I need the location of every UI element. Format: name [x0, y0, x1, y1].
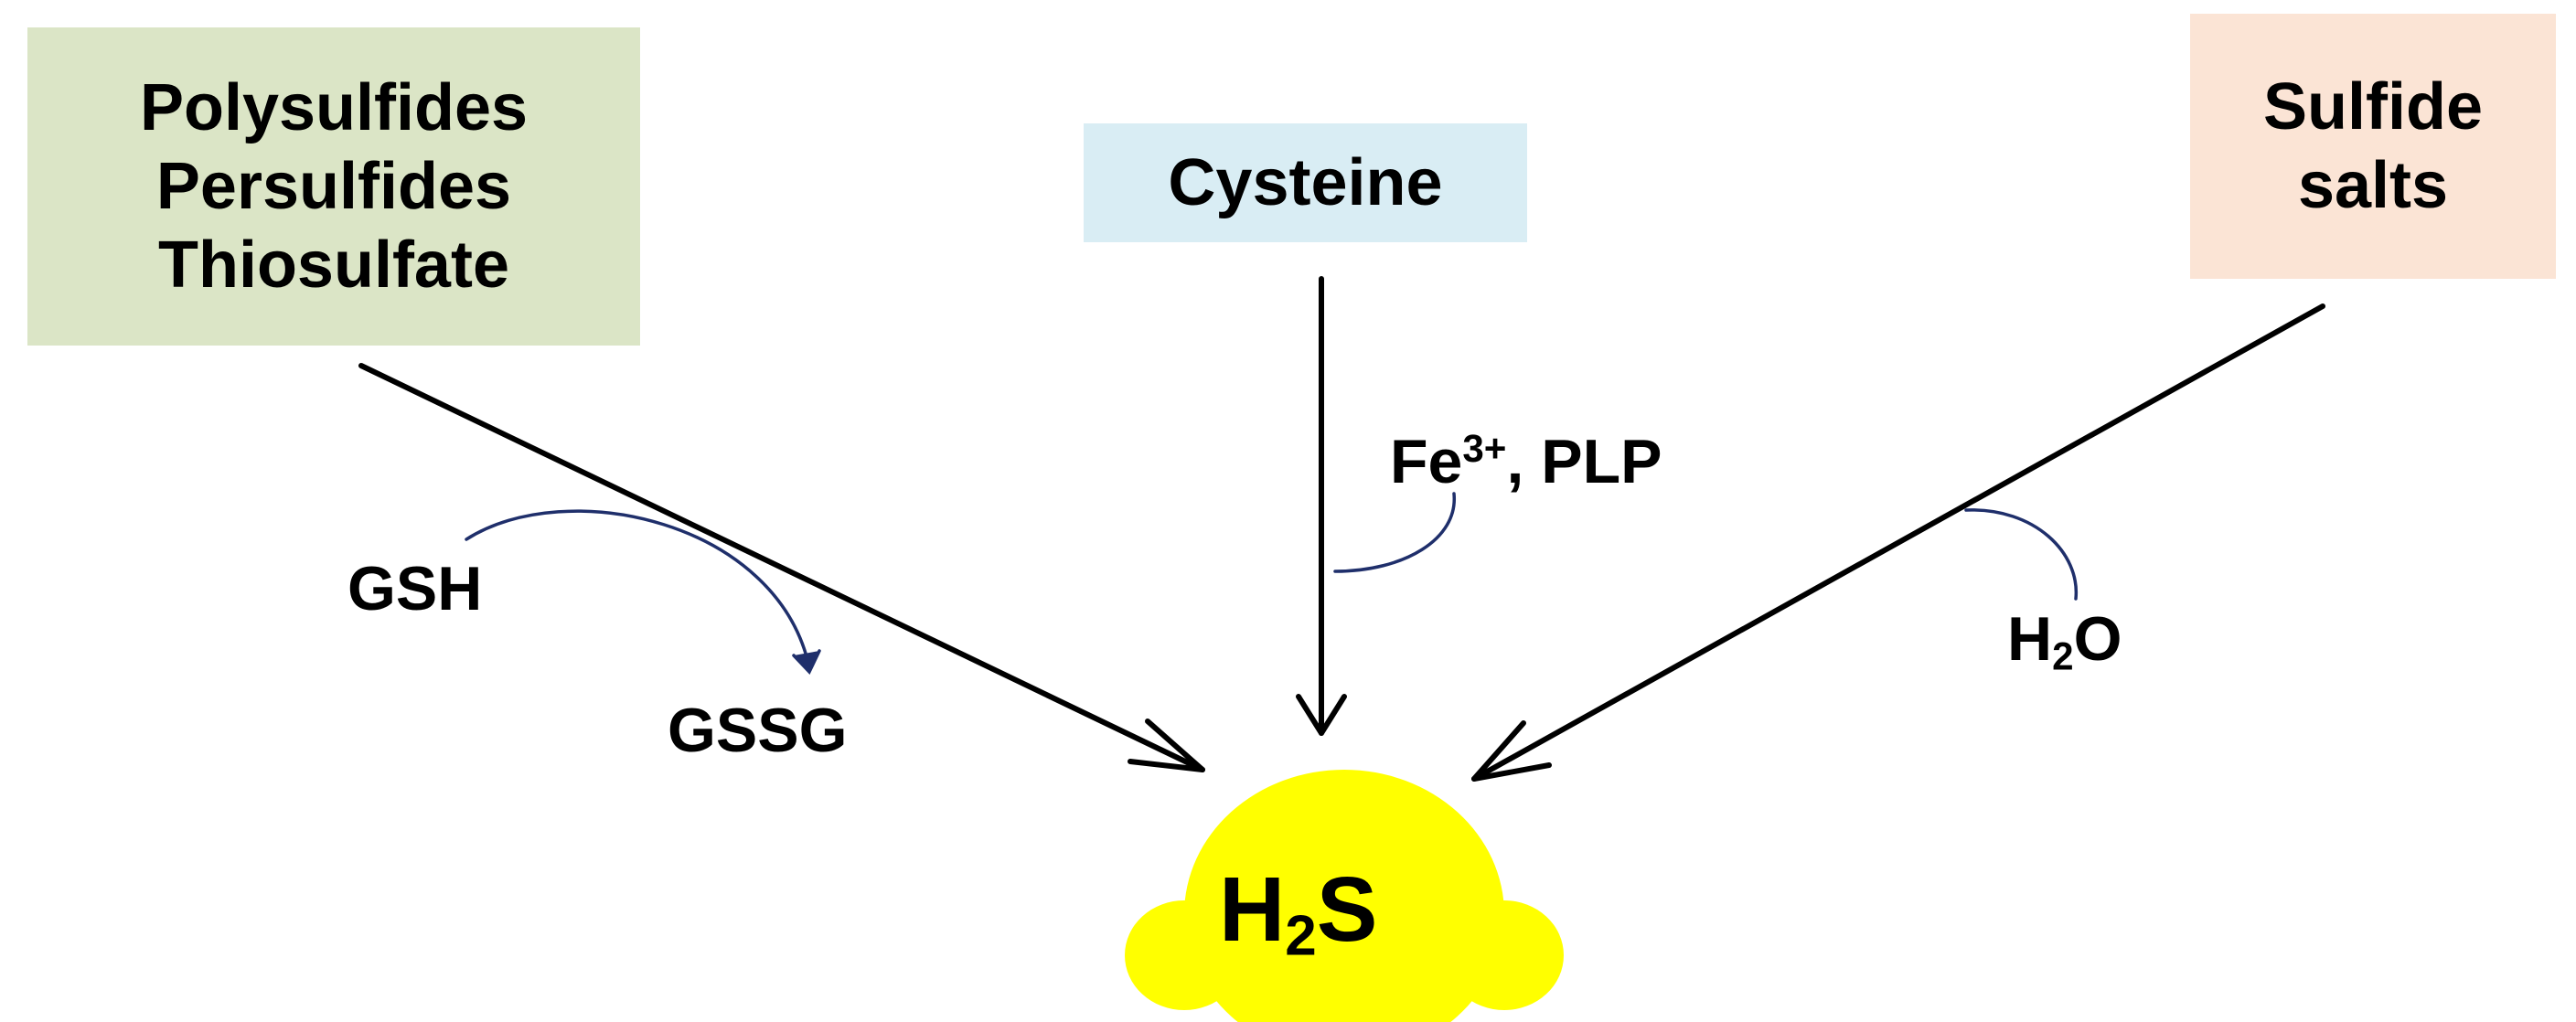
right-arrow-head [1471, 720, 1552, 782]
gsh-label: GSH [347, 554, 483, 623]
blob-left-lobe [1125, 900, 1244, 1010]
blob-main [1184, 770, 1504, 1022]
gsh-gssg-curve [465, 509, 811, 669]
blob-right-lobe [1445, 900, 1564, 1010]
center-arrow-head [1296, 694, 1347, 736]
fe-charge: 3+ [1462, 427, 1507, 470]
h2o-o: O [2073, 604, 2122, 674]
source-label-cysteine: Cysteine [1168, 146, 1443, 219]
right-arrow-shaft [1471, 303, 2325, 782]
h2s-s: S [1316, 858, 1378, 961]
cysteine-box: Cysteine [1084, 123, 1527, 242]
fe-plp-curve [1333, 492, 1456, 573]
h2o-label: H2O [2007, 608, 2122, 676]
source-label-polysulfides: Polysulfides [139, 71, 529, 144]
h2o-curve [1964, 508, 2079, 601]
h2o-subscript: 2 [2052, 634, 2074, 678]
polysulfides-persulfides-thiosulfate-box: Polysulfides Persulfides Thiosulfate [27, 27, 640, 346]
h2s-h: H [1219, 858, 1286, 961]
source-label-persulfides: Persulfides [155, 150, 512, 223]
left-arrow-shaft [358, 363, 1205, 772]
plp-text: , PLP [1506, 427, 1662, 497]
fe-symbol: Fe [1390, 427, 1463, 497]
h2s-product-blob [1125, 770, 1564, 1022]
h2s-label: H2S [1219, 864, 1377, 965]
sulfide-salts-box: Sulfide salts [2190, 14, 2556, 279]
source-label-sulfide: Sulfide [2262, 70, 2483, 144]
fe-plp-label: Fe3+, PLP [1390, 427, 1662, 497]
gssg-label: GSSG [668, 696, 848, 765]
source-label-thiosulfate: Thiosulfate [157, 229, 509, 302]
h2o-h: H [2007, 604, 2053, 674]
gsh-gssg-curve-head [792, 649, 821, 676]
left-arrow-head [1128, 719, 1205, 772]
source-label-salts: salts [2297, 149, 2449, 222]
h2s-subscript: 2 [1285, 904, 1317, 968]
